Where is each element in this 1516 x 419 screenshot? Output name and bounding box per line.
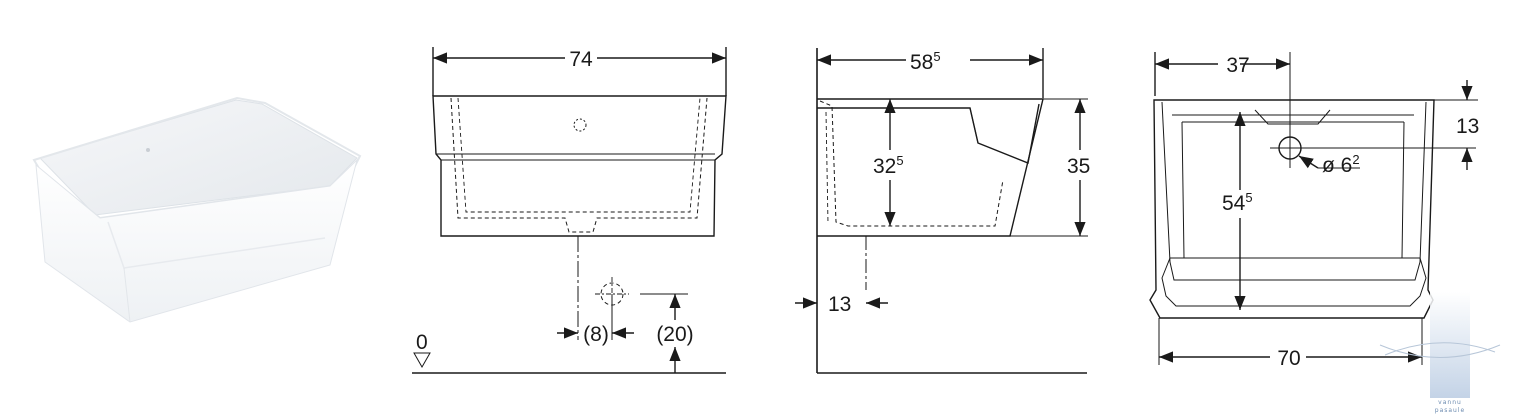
drain-height-label: (20) xyxy=(656,323,693,346)
side-depth-label: 585 xyxy=(910,49,941,74)
top-outer-width-label: 70 xyxy=(1277,347,1300,370)
side-total-height-label: 35 xyxy=(1067,155,1090,178)
side-wall-offset-label: 13 xyxy=(828,293,851,316)
top-hole-diameter-label: ø 62 xyxy=(1322,152,1360,177)
basin-product-image xyxy=(32,96,362,323)
watermark-logo: vannu pasaule xyxy=(1379,292,1501,414)
side-inner-height-label: 325 xyxy=(873,153,904,178)
drain-offset-label: (8) xyxy=(583,323,609,346)
top-hole-offset-label: 37 xyxy=(1226,54,1249,77)
top-inner-length-label: 545 xyxy=(1222,190,1253,215)
floor-level-label: 0 xyxy=(416,331,428,354)
front-view xyxy=(412,47,727,374)
watermark-text-line2: pasaule xyxy=(1435,407,1465,414)
watermark-text-line1: vannu xyxy=(1438,399,1462,406)
front-width-label: 74 xyxy=(569,48,593,71)
top-hole-edge-label: 13 xyxy=(1456,115,1479,138)
top-view xyxy=(1149,52,1478,365)
side-view xyxy=(795,48,1088,374)
